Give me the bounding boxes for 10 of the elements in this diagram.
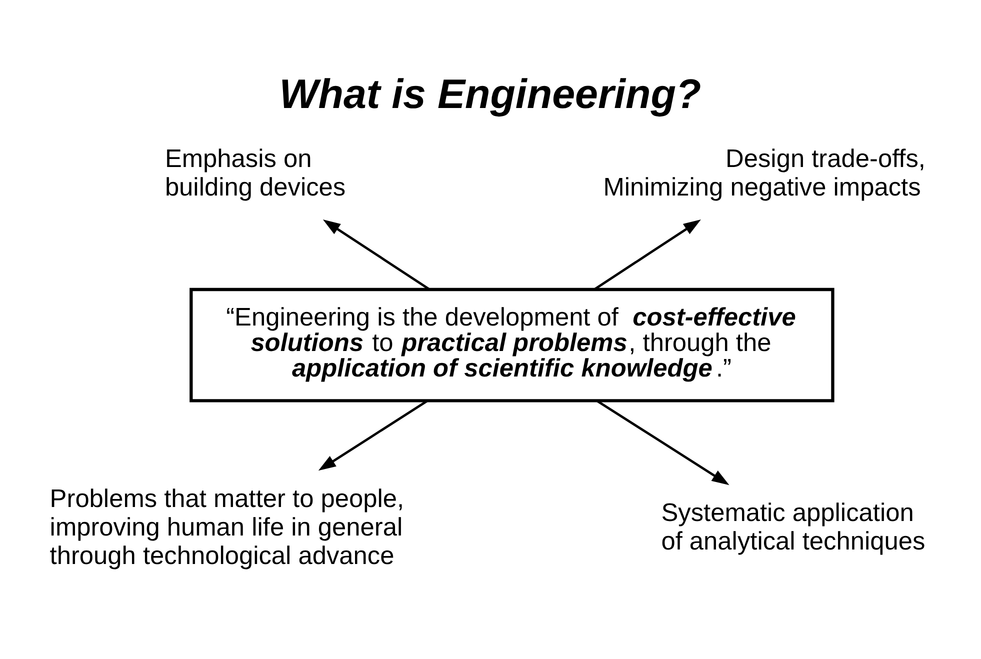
diagram-title: What is Engineering?	[279, 70, 702, 117]
node-text: Systematic application of analytical techniques	[661, 498, 926, 556]
node-text: Problems that matter to people, improving human life in general through technological advance	[50, 484, 404, 570]
arrow	[596, 399, 730, 485]
arrow	[318, 399, 428, 470]
arrow	[322, 218, 430, 290]
node-text: Emphasis on building devices	[164, 144, 346, 201]
node-text: Design trade-offs, Minimizing negative impacts	[603, 144, 926, 201]
node-box: “Engineering is the development of cost-effective solutions to practical problems, through the application of scientific knowledge.”	[190, 287, 834, 402]
arrow	[594, 218, 701, 290]
